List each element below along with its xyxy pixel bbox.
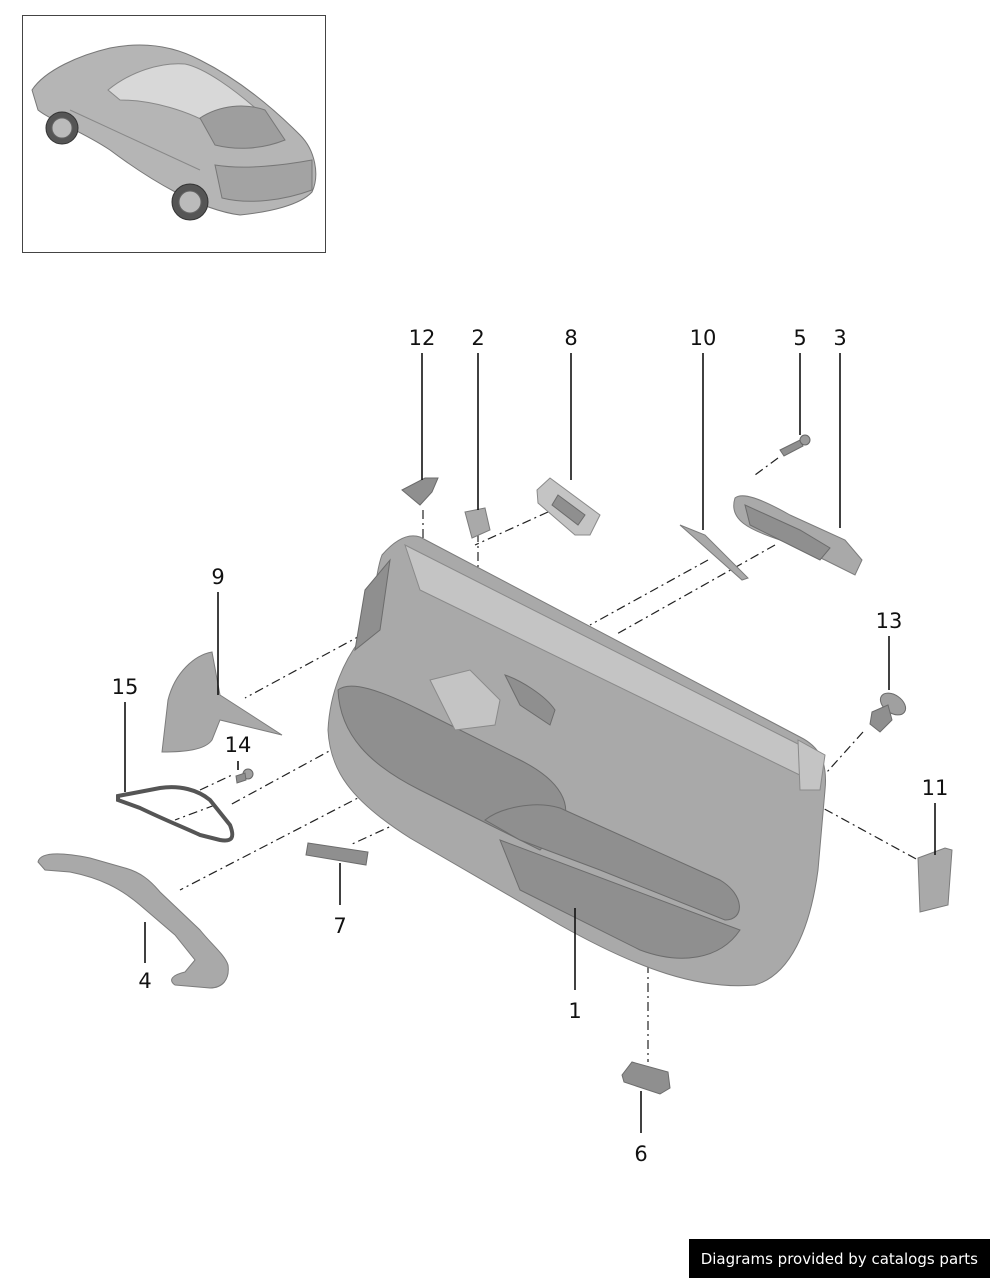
callout-2: 2 (471, 326, 484, 350)
callout-5: 5 (793, 326, 806, 350)
part-15-frame (116, 785, 235, 843)
vehicle-thumbnail (22, 15, 326, 253)
part-8-switch-bezel (536, 477, 601, 536)
diagram-credit-banner: Diagrams provided by catalogs parts (688, 1239, 990, 1278)
callout-13: 13 (876, 609, 903, 633)
callout-1: 1 (568, 999, 581, 1023)
callout-6: 6 (634, 1142, 647, 1166)
part-7-trim-strip (305, 842, 369, 866)
callout-7: 7 (333, 914, 346, 938)
callout-9: 9 (211, 565, 224, 589)
part-1-door-trim-panel (327, 535, 827, 987)
diagram-credit-text: Diagrams provided by catalogs parts (700, 1250, 978, 1268)
part-9-cover-panel (161, 651, 283, 753)
callout-15: 15 (112, 675, 139, 699)
part-2-clip (464, 507, 491, 539)
part-11-end-cap (917, 847, 953, 913)
part-6-light-unit (621, 1061, 671, 1095)
part-10-trim-piece (679, 524, 749, 581)
part-5-screw (779, 434, 811, 457)
callout-11: 11 (922, 776, 949, 800)
callout-10: 10 (690, 326, 717, 350)
callout-3: 3 (833, 326, 846, 350)
callout-12: 12 (409, 326, 436, 350)
part-14-clip (235, 768, 254, 784)
part-12-corner-cover (401, 477, 439, 506)
callout-14: 14 (225, 733, 252, 757)
leader-lines (124, 353, 936, 1133)
part-3-handle-bracket (733, 495, 863, 576)
callout-4: 4 (138, 969, 151, 993)
callout-labels: 1 2 3 4 5 6 7 8 9 10 11 12 13 14 15 (112, 326, 949, 1166)
part-13-pin (869, 692, 907, 733)
car-illustration (31, 44, 317, 221)
part-4-grab-handle (37, 853, 229, 989)
callout-8: 8 (564, 326, 577, 350)
